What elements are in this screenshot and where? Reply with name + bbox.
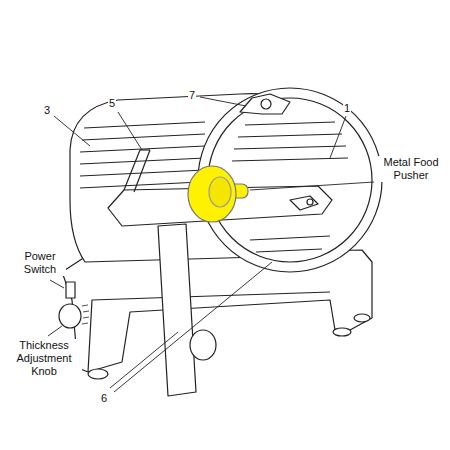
power-switch	[66, 282, 75, 298]
thickness-knob	[59, 304, 81, 328]
blade-guard	[198, 88, 382, 272]
pusher-hub	[209, 177, 231, 207]
bolt	[307, 199, 313, 205]
carriage-arm	[158, 224, 196, 396]
callout-number: 3	[43, 104, 51, 117]
housing-vents	[80, 122, 205, 188]
callout-number: 7	[188, 89, 196, 102]
pusher-handle	[188, 166, 236, 222]
arm-knob	[190, 330, 216, 360]
callout-number: 6	[100, 392, 108, 405]
part-label: Power Switch	[14, 250, 66, 276]
foot	[354, 314, 370, 322]
part-label: Metal Food Pusher	[376, 156, 446, 182]
callout-number: 1	[343, 102, 351, 115]
pusher-bracket	[290, 196, 318, 210]
part-label: Thickness Adjustment Knob	[6, 339, 82, 378]
foot	[333, 328, 351, 336]
sharpener-knob	[261, 99, 271, 109]
leader-lines	[48, 97, 374, 392]
slicer-base	[62, 250, 372, 372]
tray-guard	[134, 150, 150, 192]
base-edge	[88, 292, 330, 372]
sharpener	[240, 94, 290, 114]
foot	[88, 369, 108, 379]
callout-number: 5	[108, 97, 116, 110]
knob-ticks	[82, 305, 89, 324]
